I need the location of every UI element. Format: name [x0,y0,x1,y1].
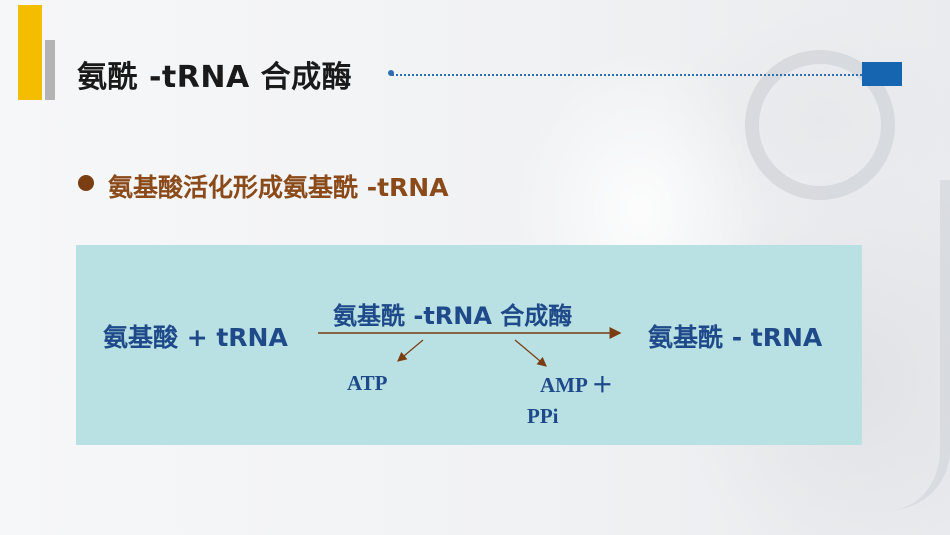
amp-output-arrow [514,339,547,367]
reaction-amp-label: AMP ＋ [540,373,613,397]
title-rule-dot [388,70,394,76]
title-accent-bar-gray [45,40,55,100]
reaction-box [76,245,862,445]
atp-input-arrow [397,339,424,362]
bullet-text: 氨基酸活化形成氨基酰 -tRNA [108,173,449,202]
reaction-ppi-label: PPi [527,404,559,428]
reaction-product: 氨基酰 - tRNA [648,323,823,352]
title-accent-bar-yellow [18,5,42,100]
title-accent-block-blue [862,62,902,86]
page-title: 氨酰 -tRNA 合成酶 [77,60,353,95]
bullet-dot-icon [78,175,94,191]
stethoscope-tube-image [880,180,950,510]
reaction-enzyme-label: 氨基酰 -tRNA 合成酶 [333,302,573,330]
reaction-reactants: 氨基酸 + tRNA [103,323,288,352]
title-divider-dotted-line [392,74,862,76]
reaction-atp-label: ATP [347,371,388,395]
